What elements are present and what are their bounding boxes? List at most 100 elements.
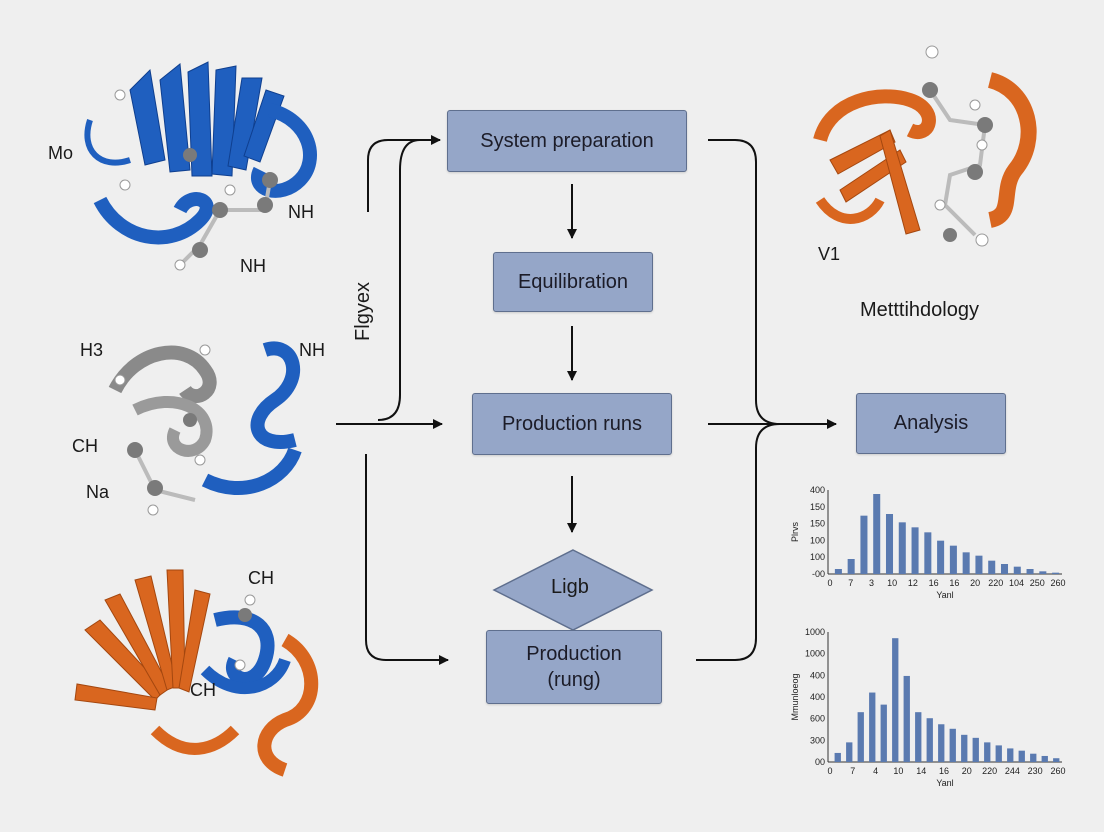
- label-nh-1: NH: [288, 202, 314, 222]
- equilibration-box: Equilibration: [493, 252, 653, 312]
- chart2-xtick-label: 260: [1050, 766, 1065, 776]
- chart2-ytick-label: 400: [810, 692, 825, 702]
- production-rung-line2: (rung): [547, 669, 601, 691]
- system-preparation-box: System preparation: [447, 110, 687, 172]
- chart2-ytick-label: 300: [810, 735, 825, 745]
- chart2-bar: [880, 704, 887, 762]
- chart2-xtick-label: 220: [982, 766, 997, 776]
- chart2-xtick-label: 0: [827, 766, 832, 776]
- label-ch-1: CH: [72, 436, 98, 456]
- chart2-bar: [857, 712, 864, 762]
- chart1-xtick-label: 10: [887, 578, 897, 588]
- chart1-xtick-label: 220: [988, 578, 1003, 588]
- chart1-xtick-label: 20: [970, 578, 980, 588]
- chart2-ytick-label: 1000: [805, 649, 825, 659]
- label-nh-2: NH: [240, 256, 266, 276]
- chart1-xtick-label: 250: [1030, 578, 1045, 588]
- chart2-bar: [1007, 748, 1014, 762]
- chart2-bar: [1018, 750, 1025, 762]
- chart2-xtick-label: 7: [850, 766, 855, 776]
- system-preparation-label: System preparation: [480, 129, 654, 152]
- chart2-bar: [869, 692, 876, 762]
- chart2-ytick-label: 00: [815, 757, 825, 767]
- production-rung-line1: Production: [526, 643, 622, 665]
- chart2-bar: [972, 737, 979, 762]
- label-ch-2: CH: [248, 568, 274, 588]
- chart1-bar: [911, 527, 919, 574]
- chart1-xtick-label: 7: [848, 578, 853, 588]
- chart1-bar: [975, 555, 983, 574]
- chart2-xtick-label: 16: [939, 766, 949, 776]
- label-h3: H3: [80, 340, 104, 360]
- chart1-bar: [1000, 564, 1009, 574]
- chart1-xlabel: Yanl: [936, 590, 953, 600]
- chart2-bar: [1041, 755, 1048, 762]
- chart2-bar: [834, 752, 841, 762]
- chart1-bar: [1052, 572, 1060, 574]
- chart2-xtick-label: 20: [962, 766, 972, 776]
- chart1-bar: [949, 545, 957, 574]
- chart2-bar: [915, 712, 922, 762]
- chart2-xlabel: Yanl: [936, 778, 953, 788]
- chart1-xtick-label: 0: [827, 578, 832, 588]
- chart1-bar: [962, 552, 970, 574]
- chart1-bar: [988, 560, 996, 574]
- chart1-bar: [860, 515, 868, 574]
- vertical-side-label: Flgyex: [351, 282, 374, 341]
- chart2-bar: [1053, 758, 1060, 762]
- chart1-xtick-label: 12: [908, 578, 918, 588]
- chart1-bar: [1039, 571, 1047, 574]
- chart1-xtick-label: 260: [1050, 578, 1065, 588]
- chart1-xtick-label: 104: [1009, 578, 1024, 588]
- chart2-xtick-label: 230: [1028, 766, 1043, 776]
- protein-structure-blue-top: [84, 61, 317, 271]
- chart1-bar: [1026, 569, 1034, 574]
- curve-up-to-system-prep: [377, 139, 421, 421]
- chart2-bar: [892, 638, 899, 762]
- chart1-bar: [834, 569, 842, 574]
- arrow-to-production-rung: [365, 454, 449, 665]
- chart1-bar: [924, 532, 932, 574]
- chart2-ytick-label: 1000: [805, 627, 825, 637]
- chart2-bar: [995, 745, 1002, 762]
- label-v1: V1: [818, 244, 841, 264]
- bracket-system-prep-right: [708, 139, 781, 425]
- chart1-bar: [898, 522, 906, 574]
- chart2-bar: [949, 728, 956, 762]
- production-rung-box: Production (rung): [486, 630, 662, 704]
- equilibration-label: Equilibration: [517, 270, 629, 293]
- chart1-ylabel: Plrvs: [790, 522, 800, 542]
- chart2-bar: [961, 734, 968, 762]
- chart2-bar: [1030, 753, 1037, 762]
- chart1-ytick-label: 100: [810, 552, 825, 562]
- label-mo: Mo: [48, 143, 74, 163]
- chart1-bar: [885, 514, 894, 574]
- chart1-bar: [937, 540, 945, 574]
- label-ch-3: CH: [190, 680, 216, 700]
- chart1-bar: [873, 494, 881, 574]
- chart1-ytick-label: -00: [812, 569, 825, 579]
- chart2-xtick-label: 4: [873, 766, 878, 776]
- methodology-label: Metttihdology: [860, 299, 979, 321]
- chart1-bar: [847, 559, 855, 574]
- chart1-xtick-label: 16: [929, 578, 939, 588]
- chart2-bar: [984, 742, 991, 762]
- label-na: Na: [86, 482, 110, 502]
- chart2-ytick-label: 600: [810, 714, 825, 724]
- chart2-bar: [938, 724, 945, 762]
- chart2-bar: [903, 675, 910, 762]
- protein-structure-orange-bottom: [74, 569, 319, 777]
- chart1-xtick-label: 16: [949, 578, 959, 588]
- analysis-label: Analysis: [893, 412, 969, 434]
- production-runs-box: Production runs: [472, 393, 672, 455]
- chart2-xtick-label: 10: [893, 766, 903, 776]
- chart2-bar: [926, 718, 933, 762]
- protein-structure-orange-top-right: [813, 45, 1037, 247]
- chart1-xtick-label: 3: [869, 578, 874, 588]
- chart1-ytick-label: 150: [810, 502, 825, 512]
- chart1-ytick-label: 100: [810, 535, 825, 545]
- protein-structure-gray-middle: [108, 341, 302, 516]
- chart2-bar: [846, 742, 853, 762]
